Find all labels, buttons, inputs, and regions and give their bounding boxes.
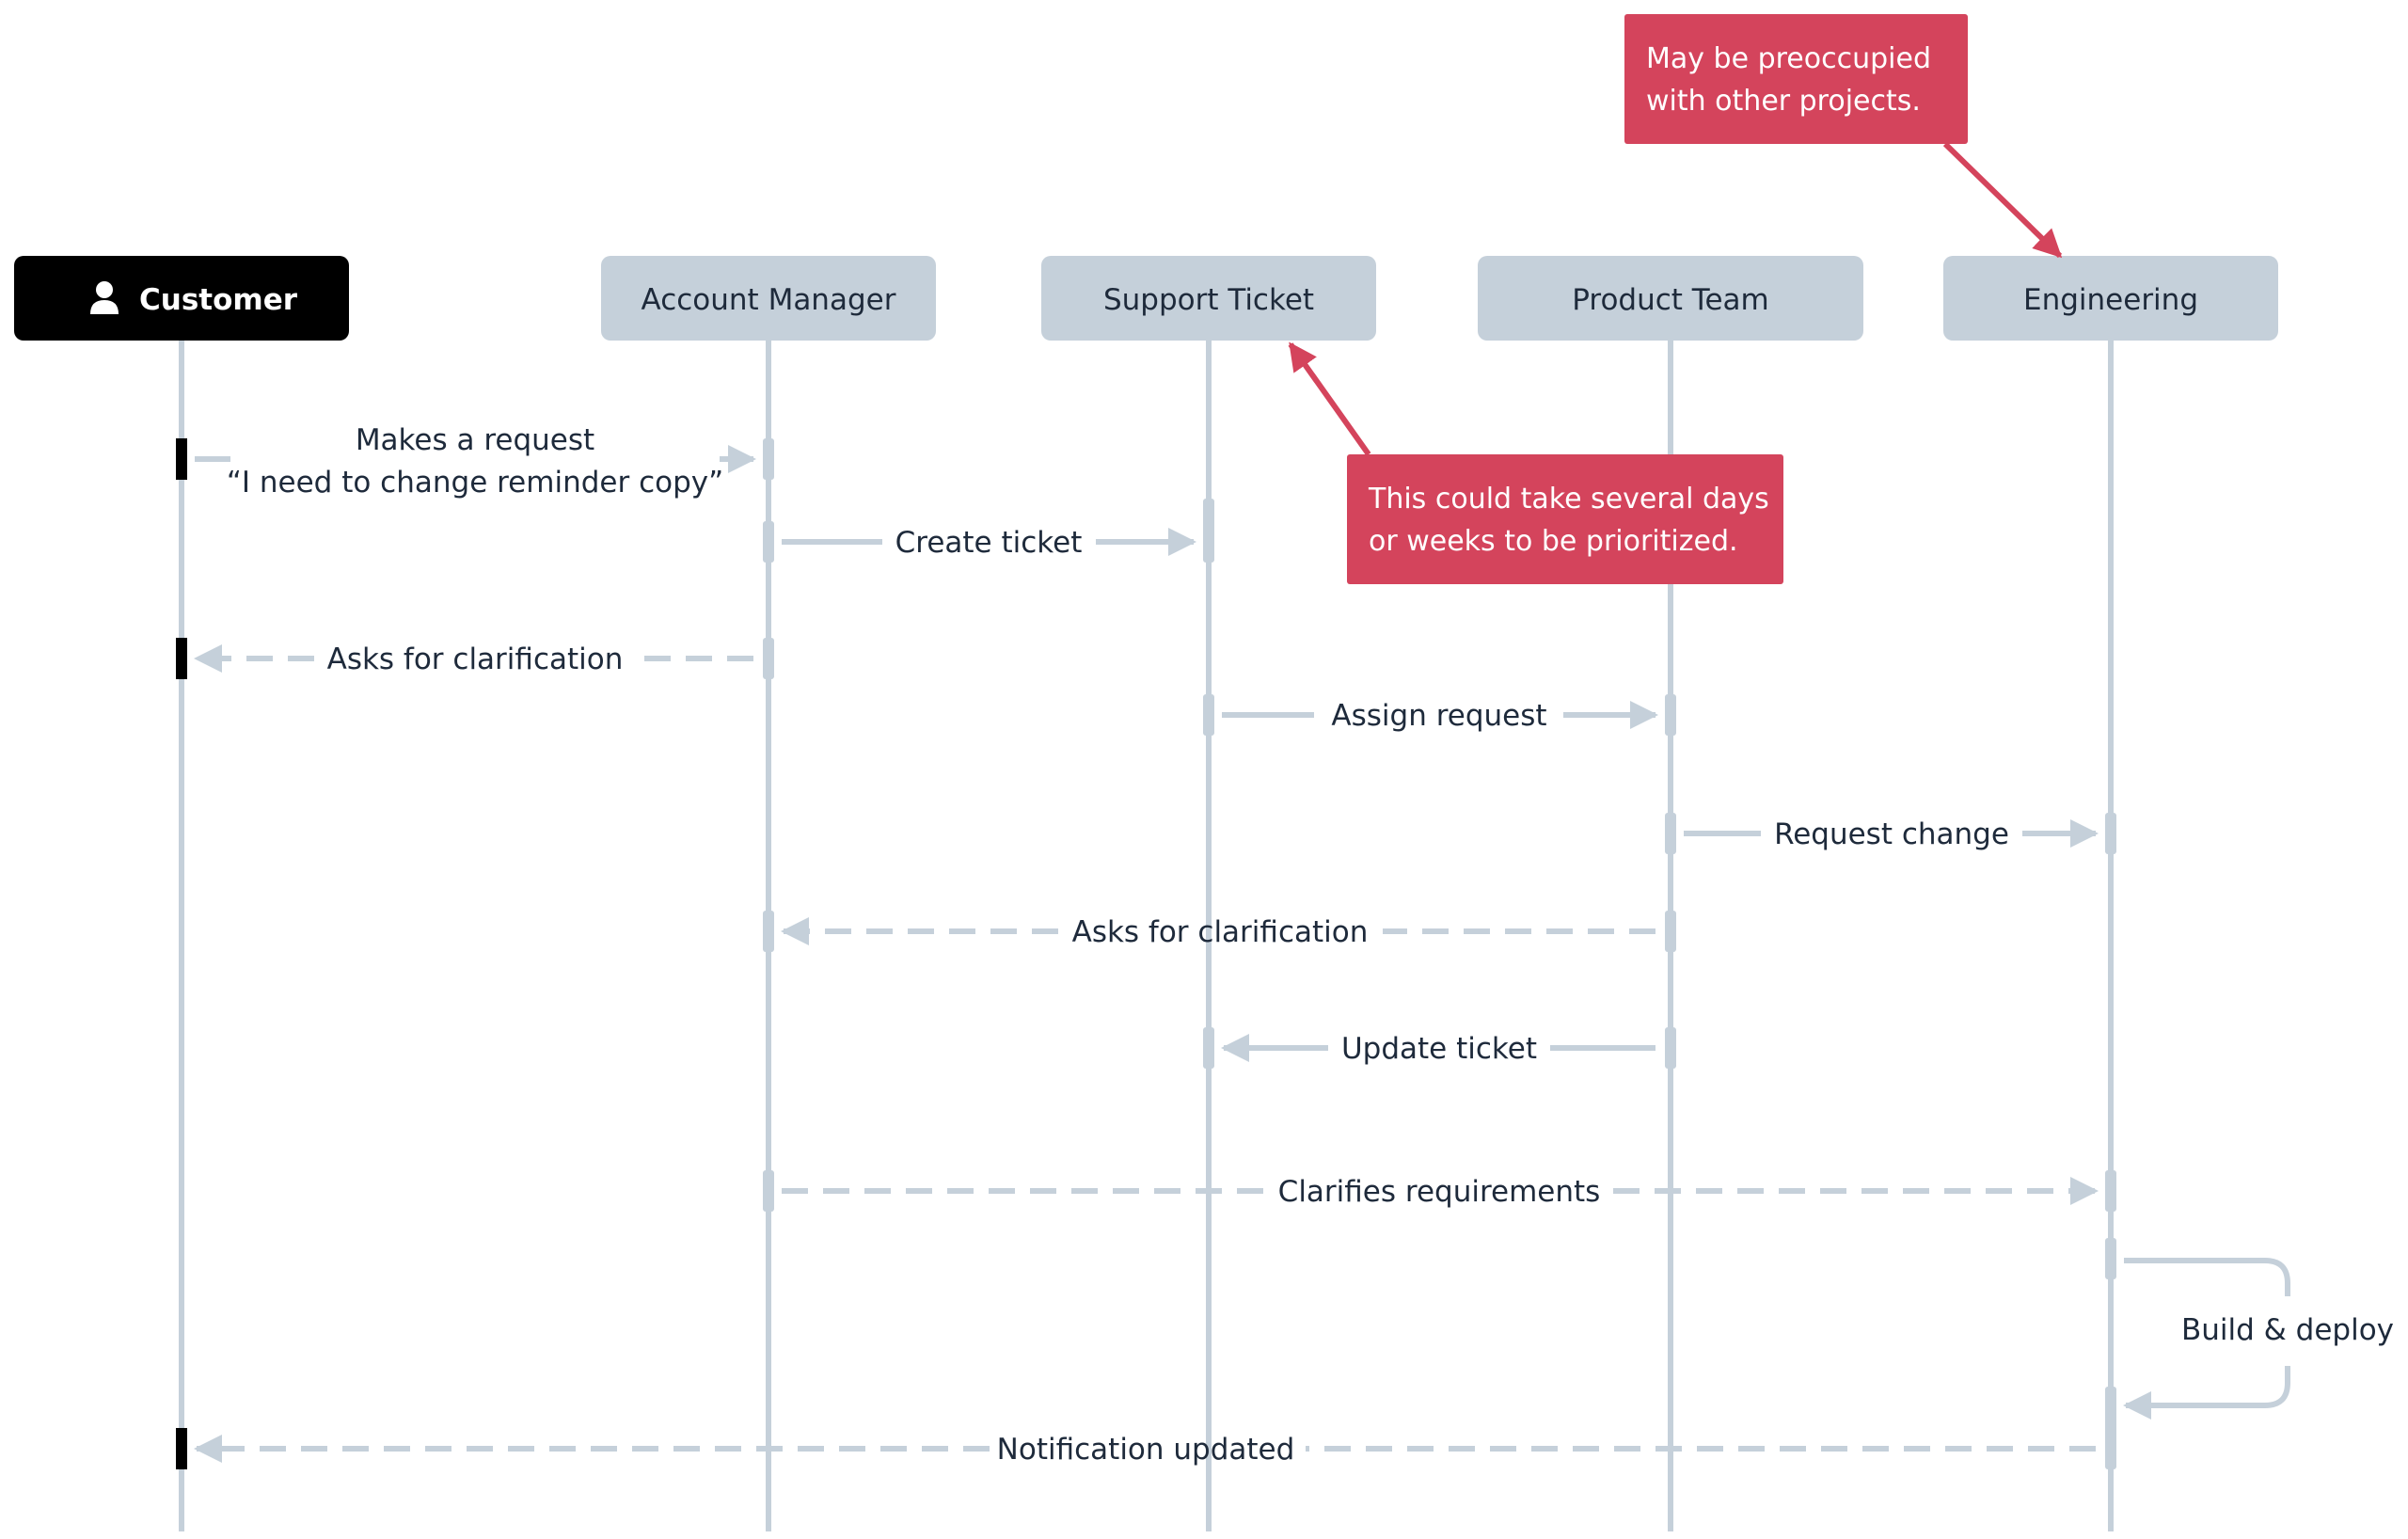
- message-clarifies-requirements: Clarifies requirements: [782, 1175, 2099, 1209]
- message-label: Notification updated: [997, 1433, 1295, 1467]
- activation-markers: [176, 438, 2116, 1469]
- note-pointer: [1942, 141, 2063, 259]
- message-create-ticket: Create ticket: [782, 526, 1196, 560]
- activation-product-team-1: [1665, 694, 1676, 736]
- message-update-ticket: Update ticket: [1221, 1032, 1656, 1066]
- message-asks-clarification-1: Asks for clarification: [194, 643, 753, 676]
- activation-engineering-2: [2105, 1170, 2116, 1212]
- participant-customer[interactable]: Customer: [14, 256, 349, 341]
- annotation-notes: May be preoccupied with other projects. …: [1288, 14, 2063, 584]
- participant-engineering[interactable]: Engineering: [1943, 256, 2278, 341]
- activation-engineering-3: [2105, 1238, 2116, 1279]
- note-text: with other projects.: [1646, 85, 1921, 118]
- participant-account-manager-label: Account Manager: [642, 283, 896, 317]
- participant-engineering-label: Engineering: [2023, 283, 2198, 317]
- activation-account-manager-5: [763, 1170, 774, 1212]
- note-prioritization: This could take several days or weeks to…: [1288, 341, 1783, 584]
- note-pointer: [1288, 341, 1371, 456]
- message-label: Asks for clarification: [327, 643, 624, 676]
- message-makes-request: Makes a request “I need to change remind…: [195, 423, 756, 500]
- message-label: Create ticket: [895, 526, 1083, 560]
- message-assign-request: Assign request: [1222, 699, 1658, 733]
- message-label: “I need to change reminder copy”: [227, 466, 723, 500]
- activation-account-manager-2: [763, 521, 774, 563]
- activation-engineering-4: [2105, 1387, 2116, 1469]
- message-label: Request change: [1774, 817, 2009, 851]
- activation-account-manager-4: [763, 911, 774, 952]
- activation-account-manager-3: [763, 638, 774, 679]
- participant-support-ticket[interactable]: Support Ticket: [1041, 256, 1376, 341]
- message-label: Build & deploy: [2181, 1313, 2394, 1347]
- activation-engineering-1: [2105, 813, 2116, 854]
- activation-support-ticket-3: [1203, 1027, 1214, 1069]
- participant-support-ticket-label: Support Ticket: [1103, 283, 1314, 317]
- messages: Makes a request “I need to change remind…: [194, 423, 2394, 1467]
- message-request-change: Request change: [1684, 817, 2099, 851]
- user-icon: [90, 281, 119, 314]
- message-label: Makes a request: [356, 423, 594, 457]
- message-build-deploy: Build & deploy: [2123, 1258, 2394, 1420]
- activation-account-manager-1: [763, 438, 774, 480]
- activation-product-team-2: [1665, 813, 1676, 854]
- note-text: or weeks to be prioritized.: [1369, 525, 1738, 558]
- activation-support-ticket-2: [1203, 694, 1214, 736]
- activation-product-team-3: [1665, 911, 1676, 952]
- participant-customer-label: Customer: [139, 283, 298, 317]
- message-label: Assign request: [1331, 699, 1546, 733]
- message-notification-updated: Notification updated: [194, 1433, 2096, 1467]
- participant-product-team-label: Product Team: [1572, 283, 1769, 317]
- message-label: Update ticket: [1341, 1032, 1537, 1066]
- message-asks-clarification-2: Asks for clarification: [781, 915, 1656, 949]
- note-preoccupied: May be preoccupied with other projects.: [1624, 14, 2063, 259]
- activation-product-team-4: [1665, 1027, 1676, 1069]
- message-label: Asks for clarification: [1072, 915, 1369, 949]
- message-label: Clarifies requirements: [1278, 1175, 1601, 1209]
- note-text: May be preoccupied: [1646, 42, 1931, 75]
- participant-product-team[interactable]: Product Team: [1478, 256, 1863, 341]
- participant-account-manager[interactable]: Account Manager: [601, 256, 936, 341]
- activation-customer-3: [176, 1428, 187, 1469]
- activation-support-ticket-1: [1203, 499, 1214, 563]
- activation-customer-1: [176, 438, 187, 480]
- activation-customer-2: [176, 638, 187, 679]
- participant-headers: Customer Account Manager Support Ticket …: [14, 256, 2278, 341]
- note-text: This could take several days: [1368, 483, 1769, 516]
